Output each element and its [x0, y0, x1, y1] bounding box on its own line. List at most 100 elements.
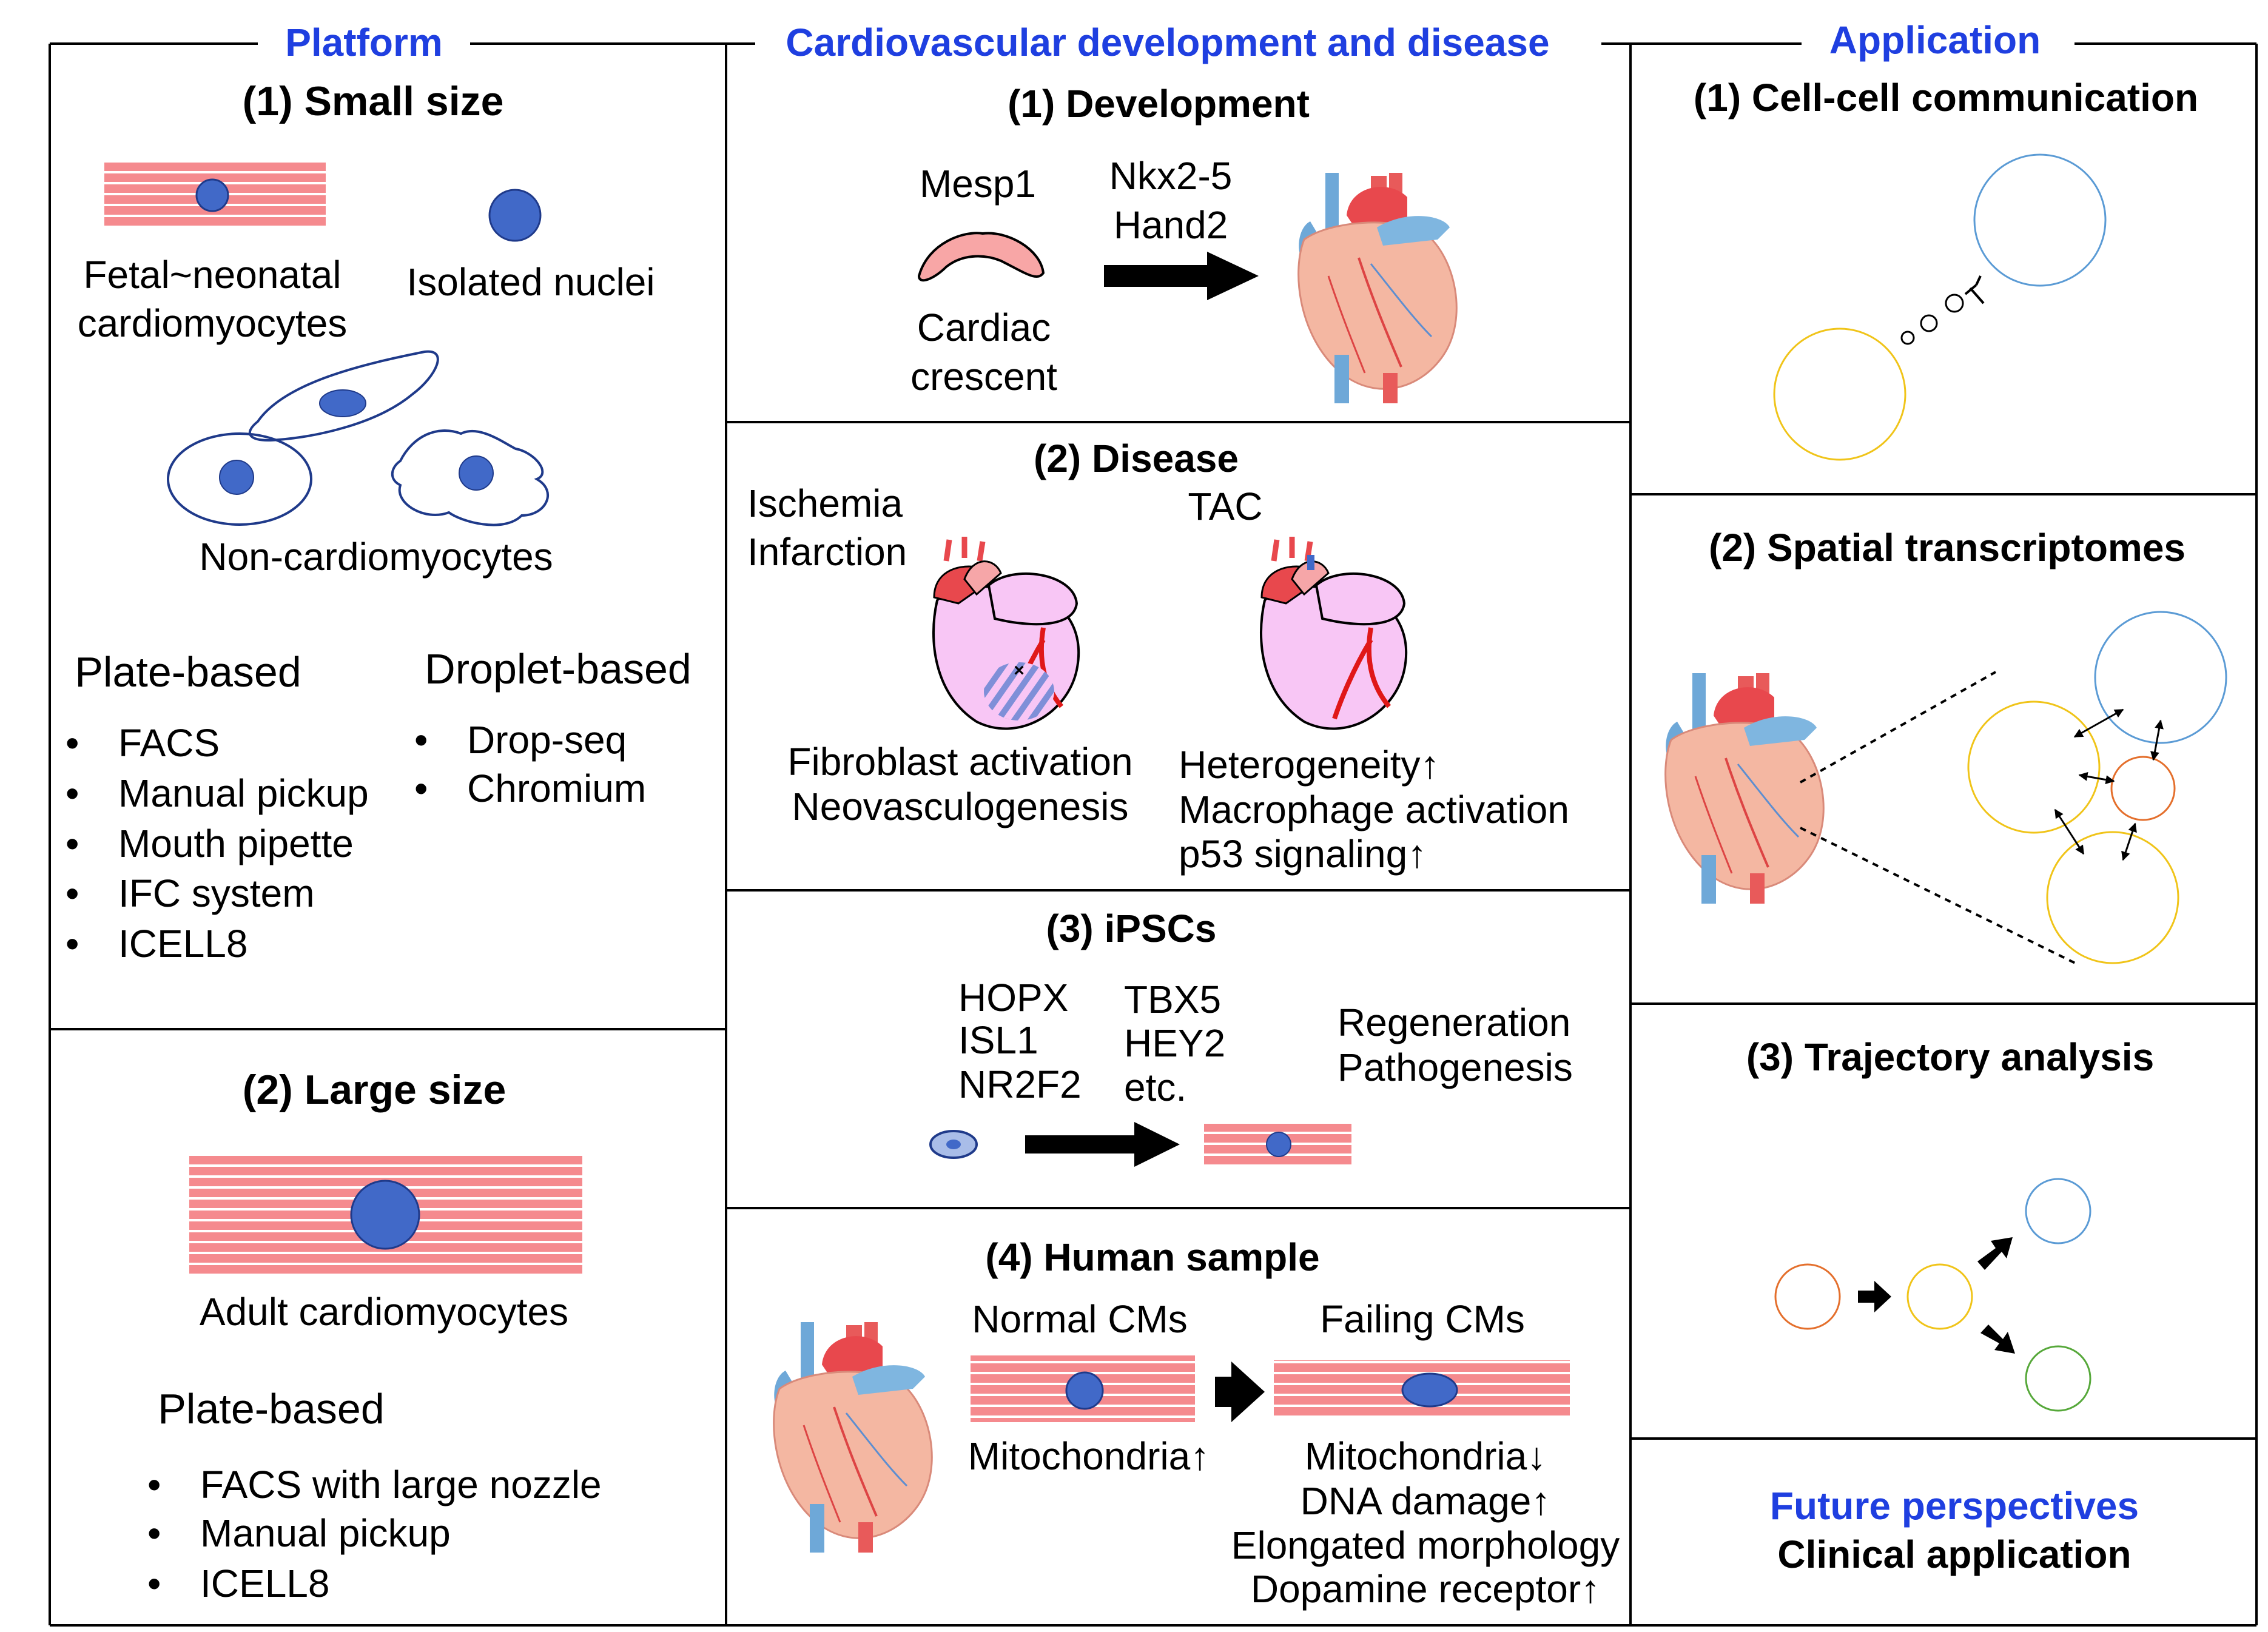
ipsc-cm-graphic	[1204, 1124, 1351, 1165]
noncm-label: Non-cardiomyocytes	[199, 535, 553, 579]
large-plate-list: • FACS with large nozzle • Manual pickup…	[147, 1463, 602, 1605]
svg-text:•: •	[66, 721, 79, 765]
adult-cm-graphic	[189, 1154, 582, 1274]
ischemia-label: Ischemia	[747, 482, 903, 525]
list-item: Manual pickup	[118, 771, 369, 815]
ipsc-title: (3) iPSCs	[1046, 907, 1217, 950]
disease-left-notes: Fibroblast activation Neovasculogenesis	[787, 740, 1132, 828]
failing-notes: Mitochondria↓ DNA damage↑ Elongated morp…	[1231, 1434, 1620, 1611]
nkx-label: Nkx2-5	[1109, 154, 1233, 198]
heart-icon	[1297, 172, 1458, 405]
header-cardio: Cardiovascular development and disease	[786, 21, 1549, 64]
svg-text:×: ×	[1014, 660, 1025, 680]
list-item: Mouth pipette	[118, 822, 354, 865]
trajectory-title: (3) Trajectory analysis	[1746, 1035, 2154, 1079]
list-item: IFC system	[118, 871, 315, 915]
note-text: Neovasculogenesis	[792, 785, 1129, 828]
svg-text:•: •	[66, 771, 79, 815]
crescent-label-line2: crescent	[910, 355, 1057, 398]
gene-label: ISL1	[958, 1018, 1038, 1062]
ipsc-outcomes: Regeneration Pathogenesis	[1338, 1001, 1573, 1089]
mesp1-label: Mesp1	[920, 162, 1036, 206]
svg-text:•: •	[66, 871, 79, 915]
large-size-title: (2) Large size	[243, 1067, 506, 1113]
svg-text:•: •	[147, 1463, 161, 1506]
failing-cms-label: Failing CMs	[1320, 1297, 1525, 1341]
svg-text:•: •	[414, 718, 428, 762]
clinical-application: Clinical application	[1777, 1533, 2131, 1576]
nuclei-label: Isolated nuclei	[406, 260, 654, 304]
plate-based-heading: Plate-based	[75, 648, 301, 696]
failing-cm-graphic	[1274, 1360, 1570, 1418]
small-size-title: (1) Small size	[243, 78, 504, 124]
note-text: DNA damage↑	[1301, 1479, 1551, 1523]
cardiac-crescent-shape	[917, 232, 1045, 282]
non-cardiomyocyte-cells	[167, 350, 549, 526]
ipsc-genes-2: TBX5 HEY2 etc.	[1124, 978, 1225, 1109]
plate-list: • FACS • Manual pickup • Mouth pipette •…	[66, 721, 369, 965]
normal-cm-graphic	[971, 1355, 1195, 1422]
note-text: Fibroblast activation	[787, 740, 1132, 784]
crescent-label-line1: Cardiac	[917, 306, 1051, 349]
ischemia-heart-icon: ×	[934, 537, 1078, 728]
isolated-nucleus-icon	[488, 189, 542, 242]
header-platform: Platform	[285, 21, 443, 64]
svg-text:•: •	[147, 1562, 161, 1605]
spatial-graphic	[1800, 611, 2227, 965]
header-application: Application	[1829, 18, 2041, 62]
ipsc-arrow-icon	[1025, 1122, 1180, 1167]
fetal-cm-graphic	[104, 162, 326, 227]
frame-lines	[49, 42, 2258, 1627]
large-plate-heading: Plate-based	[158, 1385, 385, 1432]
human-heart-icon	[772, 1321, 934, 1554]
development-arrow-icon	[1104, 252, 1259, 300]
adult-label: Adult cardiomyocytes	[200, 1290, 568, 1334]
list-item: ICELL8	[118, 922, 247, 965]
svg-text:•: •	[66, 822, 79, 865]
list-item: FACS with large nozzle	[200, 1463, 602, 1506]
svg-text:•: •	[66, 922, 79, 965]
cellcell-graphic	[1773, 153, 2107, 461]
hand2-label: Hand2	[1114, 203, 1228, 247]
normal-cms-label: Normal CMs	[972, 1297, 1188, 1341]
fetal-label-line1: Fetal~neonatal	[83, 253, 341, 297]
outcome-label: Regeneration	[1338, 1001, 1570, 1044]
tac-heart-icon	[1261, 537, 1406, 728]
spatial-heart-icon	[1664, 672, 1825, 905]
droplet-list: • Drop-seq • Chromium	[414, 718, 646, 810]
gene-label: HEY2	[1124, 1021, 1225, 1065]
ipsc-cell-icon	[929, 1130, 978, 1159]
note-text: p53 signaling↑	[1179, 832, 1427, 876]
disease-right-notes: Heterogeneity↑ Macrophage activation p53…	[1179, 743, 1569, 876]
gene-label: NR2F2	[958, 1063, 1082, 1106]
tac-label: TAC	[1188, 485, 1262, 528]
human-title: (4) Human sample	[985, 1235, 1319, 1279]
note-text: Mitochondria↓	[1305, 1434, 1546, 1478]
future-perspectives: Future perspectives	[1770, 1484, 2139, 1528]
svg-text:•: •	[414, 767, 428, 810]
normal-note: Mitochondria↑	[968, 1434, 1210, 1478]
list-item: Manual pickup	[200, 1511, 451, 1555]
human-arrow-icon	[1215, 1362, 1265, 1422]
note-text: Elongated morphology	[1231, 1523, 1620, 1567]
gene-label: HOPX	[958, 976, 1068, 1019]
outcome-label: Pathogenesis	[1338, 1046, 1573, 1089]
list-item: FACS	[118, 721, 220, 765]
trajectory-graphic	[1774, 1178, 2091, 1412]
gene-label: etc.	[1124, 1066, 1186, 1109]
note-text: Macrophage activation	[1179, 788, 1569, 831]
note-text: Dopamine receptor↑	[1251, 1567, 1600, 1611]
cellcell-title: (1) Cell-cell communication	[1694, 76, 2198, 119]
svg-text:•: •	[147, 1511, 161, 1555]
spatial-title: (2) Spatial transcriptomes	[1709, 526, 2186, 569]
droplet-based-heading: Droplet-based	[425, 645, 692, 693]
ipsc-genes-1: HOPX ISL1 NR2F2	[958, 976, 1082, 1106]
note-text: Heterogeneity↑	[1179, 743, 1439, 787]
list-item: Chromium	[467, 767, 646, 810]
gene-label: TBX5	[1124, 978, 1221, 1021]
fetal-label-line2: cardiomyocytes	[78, 301, 348, 345]
disease-title: (2) Disease	[1034, 437, 1239, 480]
list-item: Drop-seq	[467, 718, 627, 762]
development-title: (1) Development	[1008, 82, 1310, 126]
